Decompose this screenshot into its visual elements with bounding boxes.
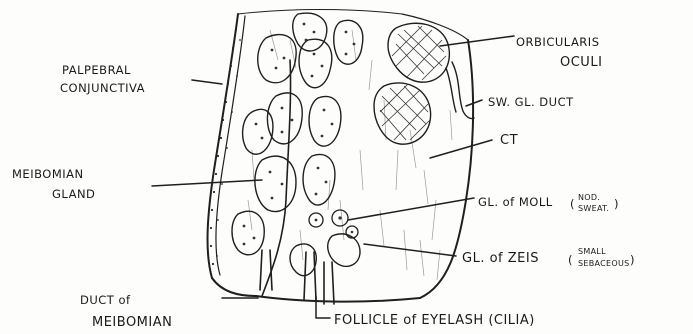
eyelid-outline: [208, 10, 474, 302]
label-duct-meibomian-1: DUCT of: [80, 293, 131, 307]
label-gl-zeis: GL. of ZEIS: [462, 251, 539, 266]
leader-moll: [348, 198, 474, 220]
conjunctiva-stipple: [210, 29, 241, 265]
glands-of-moll: [309, 210, 358, 238]
meibomian-gland: [232, 13, 363, 296]
label-zeis-note-2: SEBACEOUS: [578, 259, 630, 268]
label-orbicularis-1: ORBICULARIS: [516, 35, 600, 49]
orbicularis-cross-hatch: [380, 26, 446, 140]
label-duct-meibomian-2: MEIBOMIAN: [92, 315, 172, 330]
leader-meibomian: [152, 180, 262, 186]
leader-follicle: [316, 296, 330, 318]
label-palpebral-1: PALPEBRAL: [62, 63, 131, 77]
label-moll-paren-open: (: [570, 197, 575, 211]
label-palpebral-2: CONJUNCTIVA: [60, 81, 145, 95]
label-moll-note-2: SWEAT.: [578, 204, 609, 213]
label-zeis-paren-open: (: [568, 253, 573, 267]
label-ct: CT: [500, 133, 518, 148]
label-zeis-paren-close: ): [630, 253, 635, 267]
leader-zeis: [364, 244, 456, 256]
leader-palpebral: [192, 80, 222, 84]
label-sw-gl-duct: SW. GL. DUCT: [488, 95, 574, 109]
label-orbicularis-2: OCULI: [560, 55, 602, 70]
label-meibomian-1: MEIBOMIAN: [12, 167, 84, 181]
label-gl-moll: GL. of MOLL: [478, 195, 553, 209]
label-meibomian-2: GLAND: [52, 187, 95, 201]
leader-ct: [430, 140, 492, 158]
label-moll-note-1: NOD.: [578, 193, 600, 202]
label-zeis-note-1: SMALL: [578, 247, 606, 256]
leader-orbicularis: [440, 36, 514, 46]
connective-tissue-hatching: [248, 30, 452, 280]
label-follicle: FOLLICLE of EYELASH (CILIA): [334, 313, 535, 328]
glands-of-zeis: [290, 234, 360, 276]
eyelash-follicles: [260, 250, 334, 304]
label-moll-paren-close: ): [614, 197, 619, 211]
